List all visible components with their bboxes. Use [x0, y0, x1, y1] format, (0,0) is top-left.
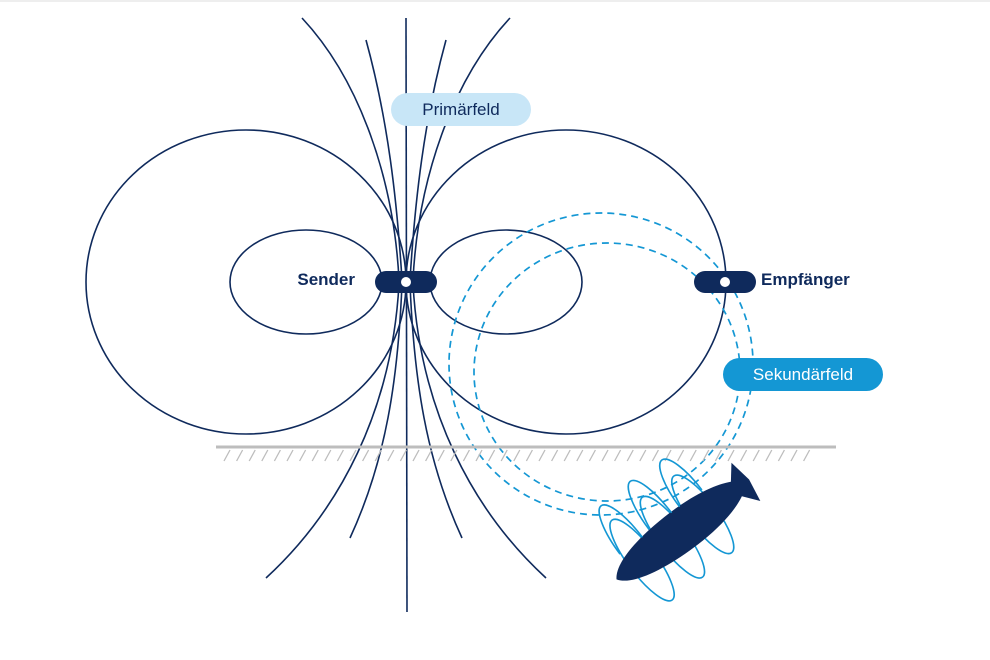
hatch-mark	[299, 449, 307, 462]
hatch-mark	[614, 449, 622, 462]
receiver-coil	[694, 271, 756, 293]
hatch-mark	[651, 449, 659, 462]
hatch-mark	[601, 449, 609, 462]
secondary-field-label: Sekundärfeld	[753, 365, 853, 384]
hatch-mark	[450, 449, 458, 462]
field-line-top-right-inner	[409, 39, 447, 281]
hatch-mark	[437, 449, 445, 462]
hatch-mark	[765, 449, 773, 462]
field-line-bottom-left-inner	[349, 283, 403, 539]
receiver-label: Empfänger	[761, 270, 850, 289]
hatch-mark	[311, 449, 319, 462]
hatch-mark	[412, 449, 420, 462]
hatch-mark	[462, 449, 470, 462]
hatch-mark	[374, 449, 382, 462]
hatch-mark	[500, 449, 508, 462]
hatch-mark	[324, 449, 332, 462]
hatch-mark	[677, 449, 685, 462]
hatch-mark	[349, 449, 357, 462]
hatch-mark	[588, 449, 596, 462]
hatch-mark	[362, 449, 370, 462]
primary-field-label: Primärfeld	[422, 100, 499, 119]
secondary-loop-outer	[448, 212, 754, 516]
hatch-mark	[752, 449, 760, 462]
field-line-bottom-right-outer	[412, 283, 547, 579]
hatch-mark	[273, 449, 281, 462]
hatch-mark	[475, 449, 483, 462]
hatch-mark	[626, 449, 634, 462]
secondary-field-badge: Sekundärfeld	[723, 358, 883, 391]
hatch-mark	[639, 449, 647, 462]
hatch-mark	[387, 449, 395, 462]
hatch-mark	[702, 449, 710, 462]
field-loop-left-outer	[85, 129, 407, 435]
hatch-mark	[689, 449, 697, 462]
field-line-top-left-outer	[301, 17, 400, 281]
hatch-mark	[790, 449, 798, 462]
hatch-mark	[563, 449, 571, 462]
field-loop-right-outer	[405, 129, 727, 435]
hatch-mark	[488, 449, 496, 462]
object-body	[616, 481, 743, 581]
field-line-bottom-left-outer	[265, 283, 400, 579]
field-line-top-left-inner	[365, 39, 403, 281]
hatch-mark	[223, 449, 231, 462]
field-line-top-right-outer	[412, 17, 511, 281]
field-line-bottom-right-inner	[409, 283, 463, 539]
field-loop-right-inner	[429, 229, 583, 335]
hatch-mark	[777, 449, 785, 462]
hatch-mark	[551, 449, 559, 462]
hatch-mark	[525, 449, 533, 462]
hatch-mark	[538, 449, 546, 462]
transmitter-label: Sender	[297, 270, 355, 289]
secondary-field-lines	[448, 212, 754, 516]
hatch-mark	[425, 449, 433, 462]
hatch-mark	[803, 449, 811, 462]
hatch-mark	[513, 449, 521, 462]
hatch-mark	[261, 449, 269, 462]
hatch-mark	[399, 449, 407, 462]
hatch-mark	[714, 449, 722, 462]
hatch-mark	[248, 449, 256, 462]
hatch-mark	[236, 449, 244, 462]
hatch-mark	[336, 449, 344, 462]
primary-field-badge: Primärfeld	[391, 93, 531, 126]
hatch-mark	[576, 449, 584, 462]
hatch-mark	[740, 449, 748, 462]
ground-surface	[216, 445, 836, 462]
ground-hatching	[223, 449, 811, 462]
hatch-mark	[286, 449, 294, 462]
object-tail-fin	[730, 462, 761, 502]
buried-object	[598, 458, 761, 602]
transmitter-coil	[375, 271, 437, 293]
hatch-mark	[727, 449, 735, 462]
